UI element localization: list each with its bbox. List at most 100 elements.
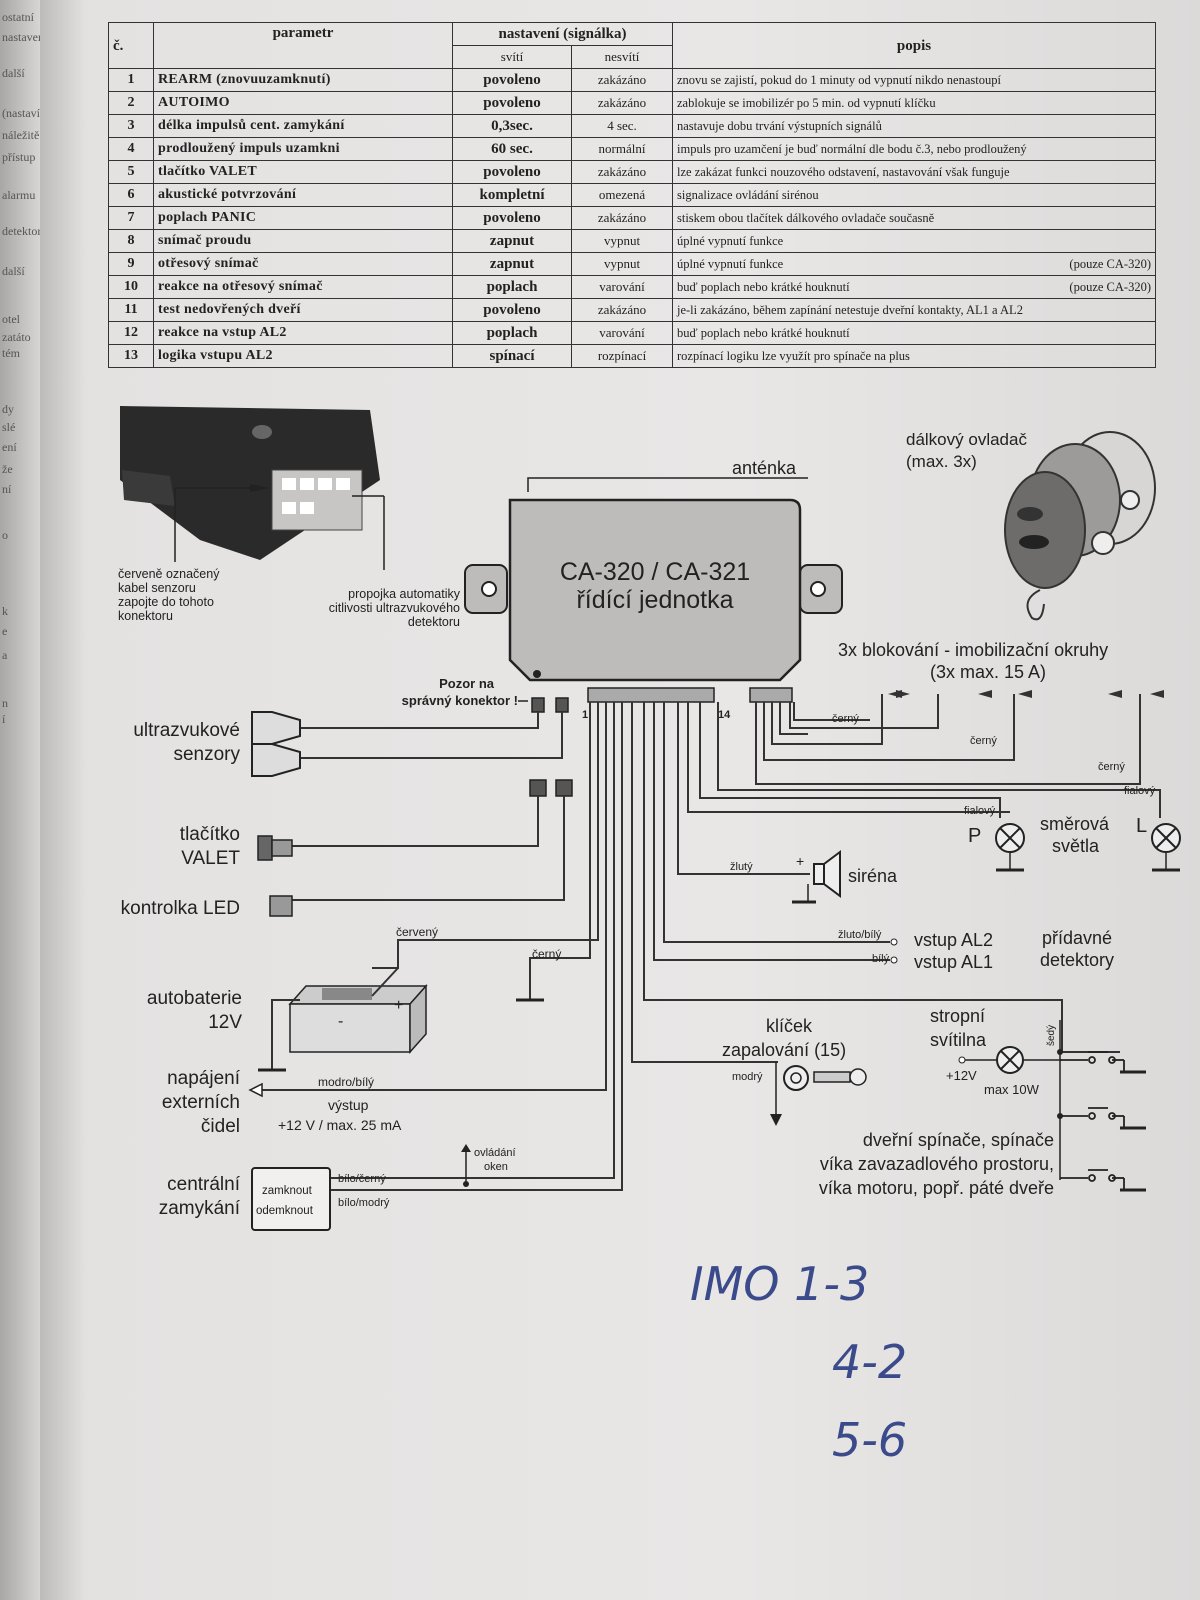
row-setting-on: 0,3sec. xyxy=(452,114,572,138)
header-description: popis xyxy=(672,22,1156,69)
row-description-text: nastavuje dobu trvání výstupních signálů xyxy=(677,119,882,133)
siren-plus: + xyxy=(796,853,804,869)
extra-detectors-1: přídavné xyxy=(1042,928,1112,948)
ext-power-1: napájení xyxy=(167,1068,241,1089)
row-description-text: úplné vypnutí funkce xyxy=(677,234,784,248)
unlock-label: odemknout xyxy=(256,1205,314,1217)
ext-power-3: čidel xyxy=(201,1116,240,1137)
row-parameter: REARM (znovuuzamknutí) xyxy=(153,68,453,92)
jumper-note-line: propojka automatiky xyxy=(348,587,461,601)
margin-fragment: ení xyxy=(2,440,17,454)
battery-minus: - xyxy=(338,1013,343,1030)
ultrasonic-label-1: ultrazvukové xyxy=(133,720,240,741)
central-lock-2: zamykání xyxy=(159,1198,241,1219)
margin-fragment: ní xyxy=(2,482,12,496)
row-setting-off: zakázáno xyxy=(571,160,673,184)
row-description: stiskem obou tlačítek dálkového ovladače… xyxy=(672,206,1156,230)
margin-fragment: detektoru xyxy=(2,224,40,238)
sensor-note-line: červeně označený xyxy=(118,567,220,581)
siren-label: siréna xyxy=(848,866,898,886)
wire-violet-2: fialový xyxy=(1124,785,1156,797)
row-setting-on: zapnut xyxy=(452,252,572,276)
wire-grey: šedý xyxy=(1046,1025,1057,1046)
warning-line2: správný konektor ! xyxy=(402,693,518,708)
margin-fragment: že xyxy=(2,462,13,476)
battery-label-1: autobaterie xyxy=(147,988,242,1009)
small-connectors xyxy=(529,697,573,797)
row-parameter: tlačítko VALET xyxy=(153,160,453,184)
window-control-2: oken xyxy=(484,1161,508,1173)
window-control-1: ovládání xyxy=(474,1147,516,1159)
row-parameter: AUTOIMO xyxy=(153,91,453,115)
row-setting-off: varování xyxy=(571,275,673,299)
wire-white: bílý xyxy=(872,953,890,965)
margin-fragment: další xyxy=(2,264,25,278)
row-description-text: je-li zakázáno, během zapínání netestuje… xyxy=(677,303,1023,317)
connector-illustration xyxy=(120,406,385,570)
pin-first: 1 xyxy=(582,709,588,721)
row-description-text: stiskem obou tlačítek dálkového ovladače… xyxy=(677,211,935,225)
immob-wires xyxy=(755,694,1141,785)
immob-title: 3x blokování - imobilizační okruhy xyxy=(838,640,1108,660)
row-number: 11 xyxy=(108,298,154,322)
sensor-note-line: zapojte do tohoto xyxy=(118,595,214,609)
row-parameter: délka impulsů cent. zamykání xyxy=(153,114,453,138)
ceiling-max: max 10W xyxy=(984,1082,1040,1097)
remote-illustration xyxy=(1004,431,1156,621)
margin-fragment: dy xyxy=(2,402,14,416)
battery-label-2: 12V xyxy=(208,1012,242,1033)
siren-icon xyxy=(792,850,841,904)
turn-lights xyxy=(995,823,1181,872)
central-lock-1: centrální xyxy=(167,1174,241,1195)
unit-title: CA-320 / CA-321 xyxy=(560,558,750,586)
row-setting-on: povoleno xyxy=(452,68,572,92)
row-description-text: lze zakázat funkci nouzového odstavení, … xyxy=(677,165,1010,179)
margin-fragment: náležitě xyxy=(2,128,40,142)
header-number: č. xyxy=(108,22,154,69)
led-icon xyxy=(269,895,293,917)
valet-button-icon xyxy=(257,835,293,861)
wire-blue: modrý xyxy=(732,1071,763,1083)
handwritten-line-2: 4-2 xyxy=(832,1335,907,1389)
margin-fragment: a xyxy=(2,648,8,662)
row-number: 6 xyxy=(108,183,154,207)
jumper-note-line: citlivosti ultrazvukového xyxy=(329,601,460,615)
antenna-wire xyxy=(527,477,808,492)
row-description-text: buď poplach nebo krátké houknutí xyxy=(677,326,850,340)
row-description: úplné vypnutí funkce (pouze CA-320) xyxy=(672,252,1156,276)
row-setting-on: povoleno xyxy=(452,160,572,184)
parameter-table: č. parametr nastavení (signálka) popis s… xyxy=(108,22,1156,368)
row-number: 4 xyxy=(108,137,154,161)
remote-label: dálkový ovladač xyxy=(906,430,1027,449)
wire-blue-white: modro/bílý xyxy=(318,1075,374,1089)
row-parameter: akustické potvrzování xyxy=(153,183,453,207)
door-switches-3: víka motoru, popř. páté dveře xyxy=(819,1178,1054,1198)
row-description: nastavuje dobu trvání výstupních signálů xyxy=(672,114,1156,138)
row-setting-off: rozpínací xyxy=(571,344,673,368)
margin-fragment: nastavení xyxy=(2,30,40,44)
row-description-text: impuls pro uzamčení je buď normální dle … xyxy=(677,142,1027,156)
immob-wire-2: černý xyxy=(970,735,997,747)
row-setting-off: zakázáno xyxy=(571,68,673,92)
header-on: svítí xyxy=(452,45,572,69)
row-number: 13 xyxy=(108,344,154,368)
row-parameter: logika vstupu AL2 xyxy=(153,344,453,368)
row-description: rozpínací logiku lze využít pro spínače … xyxy=(672,344,1156,368)
turn-right: L xyxy=(1136,815,1147,837)
row-description-text: úplné vypnutí funkce xyxy=(677,257,784,271)
wire-bundle xyxy=(260,702,1161,1191)
row-description: zablokuje se imobilizér po 5 min. od vyp… xyxy=(672,91,1156,115)
margin-fragment: zatáto xyxy=(2,330,31,344)
row-setting-off: vypnut xyxy=(571,252,673,276)
wire-yellow-white: žluto/bílý xyxy=(838,929,882,941)
row-note: (pouze CA-320) xyxy=(1069,257,1151,271)
wire-black-label: černý xyxy=(532,947,561,961)
ignition-1: klíček xyxy=(766,1016,813,1036)
handwritten-line-1: IMO 1-3 xyxy=(690,1257,869,1311)
